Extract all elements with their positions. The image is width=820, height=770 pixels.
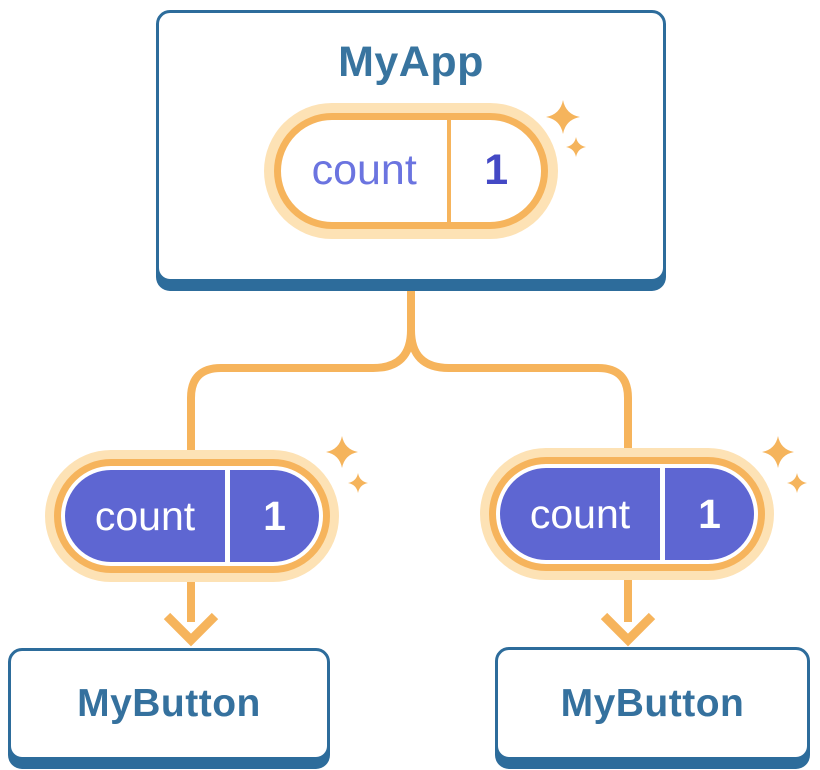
prop-value: 1 (698, 490, 721, 537)
child-component-card-right: MyButton (495, 647, 810, 760)
arrowhead-right-icon (600, 612, 656, 647)
prop-pill-fill: count 1 (65, 470, 319, 562)
sparkle-icon (762, 436, 807, 493)
sparkle-icon (546, 100, 586, 157)
arrowhead-left-icon (163, 612, 219, 647)
child-component-title: MyButton (77, 682, 261, 725)
prop-pill-left: count 1 (45, 450, 339, 582)
sparkle-icon (326, 436, 368, 493)
state-name: count (311, 146, 417, 195)
prop-pill-ring: count 1 (54, 459, 330, 573)
state-value-cell: 1 (451, 120, 541, 222)
prop-pill-right: count 1 (480, 448, 774, 580)
parent-component-card: MyApp count 1 (156, 10, 666, 282)
prop-name-cell: count (500, 468, 666, 560)
prop-value-cell: 1 (230, 470, 319, 562)
parent-component-title: MyApp (338, 38, 484, 86)
child-component-card-left: MyButton (8, 648, 330, 760)
prop-value: 1 (263, 492, 286, 539)
prop-name: count (94, 492, 196, 539)
prop-value-cell: 1 (665, 468, 754, 560)
prop-name-cell: count (65, 470, 231, 562)
state-pill-ring: count 1 (274, 112, 548, 229)
state-name-cell: count (281, 119, 452, 222)
child-component-title: MyButton (560, 681, 745, 725)
prop-name: count (529, 490, 631, 537)
state-value: 1 (484, 146, 509, 195)
prop-pill-ring: count 1 (489, 457, 765, 571)
prop-pill-fill: count 1 (500, 468, 754, 560)
connector-branch-right (407, 278, 632, 622)
state-pill: count 1 (264, 102, 558, 239)
